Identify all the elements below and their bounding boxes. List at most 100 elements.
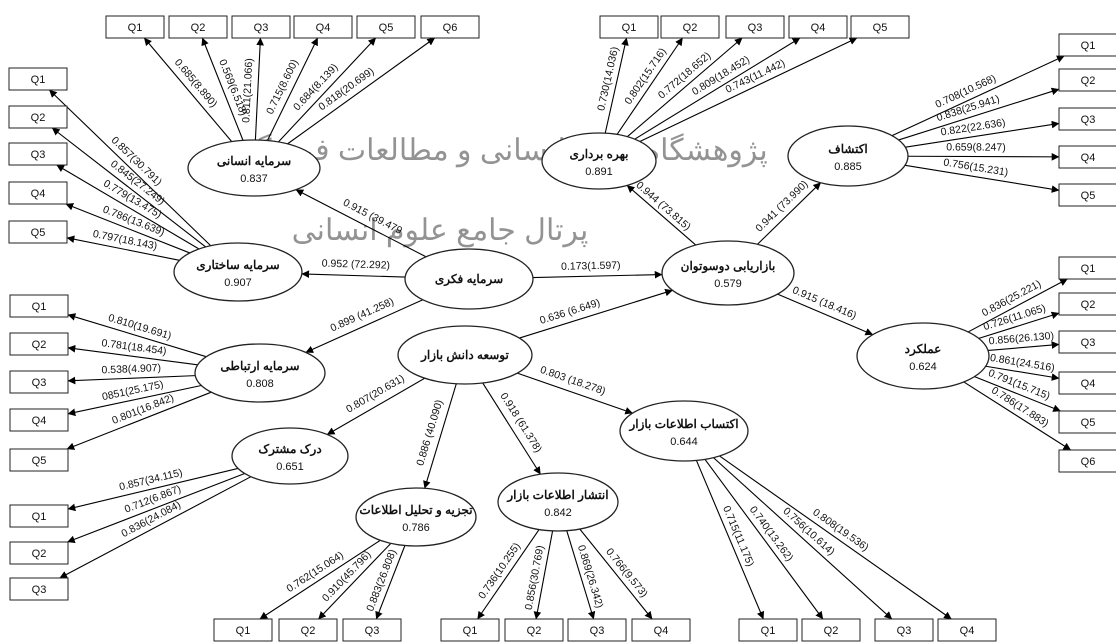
indicator-arrow-sakhtari-3 bbox=[56, 164, 200, 250]
indicator-label-sakhtari-4: Q4 bbox=[31, 188, 46, 200]
indicator-box-enteshar-1 bbox=[440, 618, 500, 642]
indicator-arrow-sakhtari-1 bbox=[49, 89, 212, 247]
path-arrow-danesh_ektesab bbox=[517, 372, 633, 415]
indicator-label-ektesab-4: Q4 bbox=[960, 625, 975, 637]
construct-name-amalkard: عملکرد bbox=[905, 342, 942, 357]
indicator-arrow-enteshar-2 bbox=[533, 530, 554, 620]
indicator-label-ektesab-1: Q1 bbox=[761, 625, 776, 637]
indicator-arrow-tajzie-2 bbox=[318, 542, 392, 620]
indicator-label-bahre-3: Q3 bbox=[748, 22, 763, 34]
indicator-box-ensani-3 bbox=[231, 15, 291, 39]
indicator-box-amalkard-3 bbox=[1058, 330, 1116, 354]
indicator-box-dark-1 bbox=[9, 504, 69, 528]
construct-r2-sarmaye-ensani: 0.837 bbox=[240, 173, 268, 185]
indicator-arrow-ekteshaf-4 bbox=[907, 152, 1060, 161]
indicator-arrow-ektesab-1 bbox=[695, 460, 765, 620]
indicator-arrow-amalkard-6 bbox=[963, 381, 1072, 451]
indicator-label-amalkard-4: Q4 bbox=[1081, 378, 1096, 390]
indicator-box-ertebati-2 bbox=[9, 332, 69, 356]
indicator-label-ensani-1: Q1 bbox=[128, 22, 143, 34]
indicator-arrow-amalkard-2 bbox=[978, 311, 1060, 339]
indicator-label-ekteshaf-1: Q1 bbox=[1081, 40, 1096, 52]
indicator-box-dark-3 bbox=[9, 577, 69, 601]
path-arrow-bahre_bazaryabi bbox=[626, 184, 697, 246]
indicator-arrow-sakhtari-2 bbox=[51, 127, 207, 248]
indicator-label-sakhtari-2: Q2 bbox=[31, 112, 46, 124]
indicator-label-ertebati-5: Q5 bbox=[32, 455, 47, 467]
indicator-box-sakhtari-2 bbox=[8, 105, 68, 129]
indicator-label-amalkard-1: Q1 bbox=[1081, 263, 1096, 275]
loading-label-enteshar-4: 0.766(9.573) bbox=[603, 546, 650, 600]
indicator-label-enteshar-4: Q4 bbox=[654, 625, 669, 637]
indicator-box-ensani-1 bbox=[105, 15, 165, 39]
indicator-box-ensani-2 bbox=[168, 15, 228, 39]
indicator-label-ensani-6: Q6 bbox=[443, 22, 458, 34]
construct-dark-moshtarak bbox=[231, 427, 349, 485]
loading-label-enteshar-3: 0.869(26.342) bbox=[575, 544, 606, 610]
indicator-box-tajzie-1 bbox=[213, 618, 273, 642]
watermark: پژوهشگاه علوم انسانی و مطالعات فرهنگی پر… bbox=[232, 133, 768, 248]
indicator-label-ekteshaf-2: Q2 bbox=[1081, 75, 1096, 87]
indicator-box-amalkard-2 bbox=[1058, 292, 1116, 316]
indicator-arrow-ekteshaf-1 bbox=[891, 55, 1065, 137]
construct-bazaryabi bbox=[661, 240, 795, 306]
construct-r2-dark-moshtarak: 0.651 bbox=[276, 461, 304, 473]
indicator-box-ekteshaf-1 bbox=[1058, 33, 1116, 57]
indicator-arrow-sakhtari-4 bbox=[65, 203, 190, 254]
indicator-label-tajzie-3: Q3 bbox=[365, 625, 380, 637]
indicator-arrow-amalkard-1 bbox=[967, 278, 1068, 333]
loading-label-ensani-3: 0.811(21.066) bbox=[240, 58, 255, 123]
edges-layer bbox=[49, 37, 1072, 620]
indicator-label-bahre-4: Q4 bbox=[811, 22, 826, 34]
indicator-arrow-enteshar-4 bbox=[579, 528, 653, 620]
indicator-arrow-bahre-5 bbox=[639, 37, 858, 142]
construct-name-dark-moshtarak: درک مشترک bbox=[258, 442, 321, 457]
indicator-arrow-enteshar-3 bbox=[566, 530, 596, 620]
indicator-label-ertebati-1: Q1 bbox=[32, 301, 47, 313]
construct-sarmaye-fekri bbox=[404, 248, 534, 310]
path-arrow-fekri_ensani bbox=[295, 189, 427, 258]
indicator-label-enteshar-2: Q2 bbox=[527, 625, 542, 637]
indicator-box-bahre-2 bbox=[660, 15, 720, 39]
construct-sarmaye-ertebati bbox=[194, 343, 326, 403]
indicator-label-enteshar-3: Q3 bbox=[590, 625, 605, 637]
indicator-arrow-ektesab-3 bbox=[713, 457, 893, 620]
indicator-arrow-ertebati-4 bbox=[67, 384, 202, 417]
loading-label-ekteshaf-5: 0.756(15.231) bbox=[943, 156, 1009, 178]
indicator-arrow-ekteshaf-5 bbox=[904, 164, 1060, 193]
indicator-box-bahre-4 bbox=[788, 15, 848, 39]
path-arrow-fekri_ertebati bbox=[305, 299, 424, 353]
indicator-box-amalkard-1 bbox=[1058, 256, 1116, 280]
indicator-arrow-sakhtari-5 bbox=[66, 235, 180, 261]
indicator-label-enteshar-1: Q1 bbox=[463, 625, 478, 637]
indicator-box-ekteshaf-2 bbox=[1058, 68, 1116, 92]
indicator-arrow-ertebati-3 bbox=[67, 375, 196, 385]
indicator-arrow-enteshar-1 bbox=[477, 529, 540, 620]
construct-r2-ektesab: 0.644 bbox=[670, 436, 698, 448]
indicator-label-ensani-4: Q4 bbox=[316, 22, 331, 34]
indicator-arrow-ensani-2 bbox=[201, 37, 244, 141]
construct-name-bazaryabi: بازاریابی دوسوتوان bbox=[681, 259, 776, 274]
indicator-box-ertebati-5 bbox=[9, 448, 69, 472]
indicator-box-ekteshaf-5 bbox=[1058, 183, 1116, 207]
indicator-arrow-amalkard-4 bbox=[985, 365, 1060, 381]
indicator-box-enteshar-3 bbox=[567, 618, 627, 642]
indicator-arrow-ekteshaf-2 bbox=[898, 87, 1060, 141]
path-arrow-ekteshaf_bazaryabi bbox=[757, 182, 822, 245]
construct-ekteshaf bbox=[787, 125, 909, 187]
path-arrow-danesh_enteshar bbox=[482, 382, 541, 475]
indicator-arrow-ekteshaf-3 bbox=[905, 120, 1060, 148]
construct-name-tose-danesh: توسعه دانش بازار bbox=[420, 348, 509, 363]
path-coefficient-fekri_sakhtari: 0.952 (72.292) bbox=[322, 258, 391, 272]
loading-label-ertebati-2: 0.781(18.454) bbox=[101, 337, 167, 357]
indicator-box-ektesab-4 bbox=[937, 618, 997, 642]
indicator-label-ektesab-2: Q2 bbox=[824, 625, 839, 637]
path-arrow-fekri_bazaryabi bbox=[532, 270, 663, 279]
path-coefficient-danesh_enteshar: 0.918 (61.378) bbox=[497, 391, 544, 455]
indicator-box-bahre-5 bbox=[850, 15, 910, 39]
path-arrow-fekri_sakhtari bbox=[301, 270, 406, 279]
indicator-arrow-dark-3 bbox=[59, 476, 252, 579]
indicator-label-sakhtari-3: Q3 bbox=[31, 149, 46, 161]
